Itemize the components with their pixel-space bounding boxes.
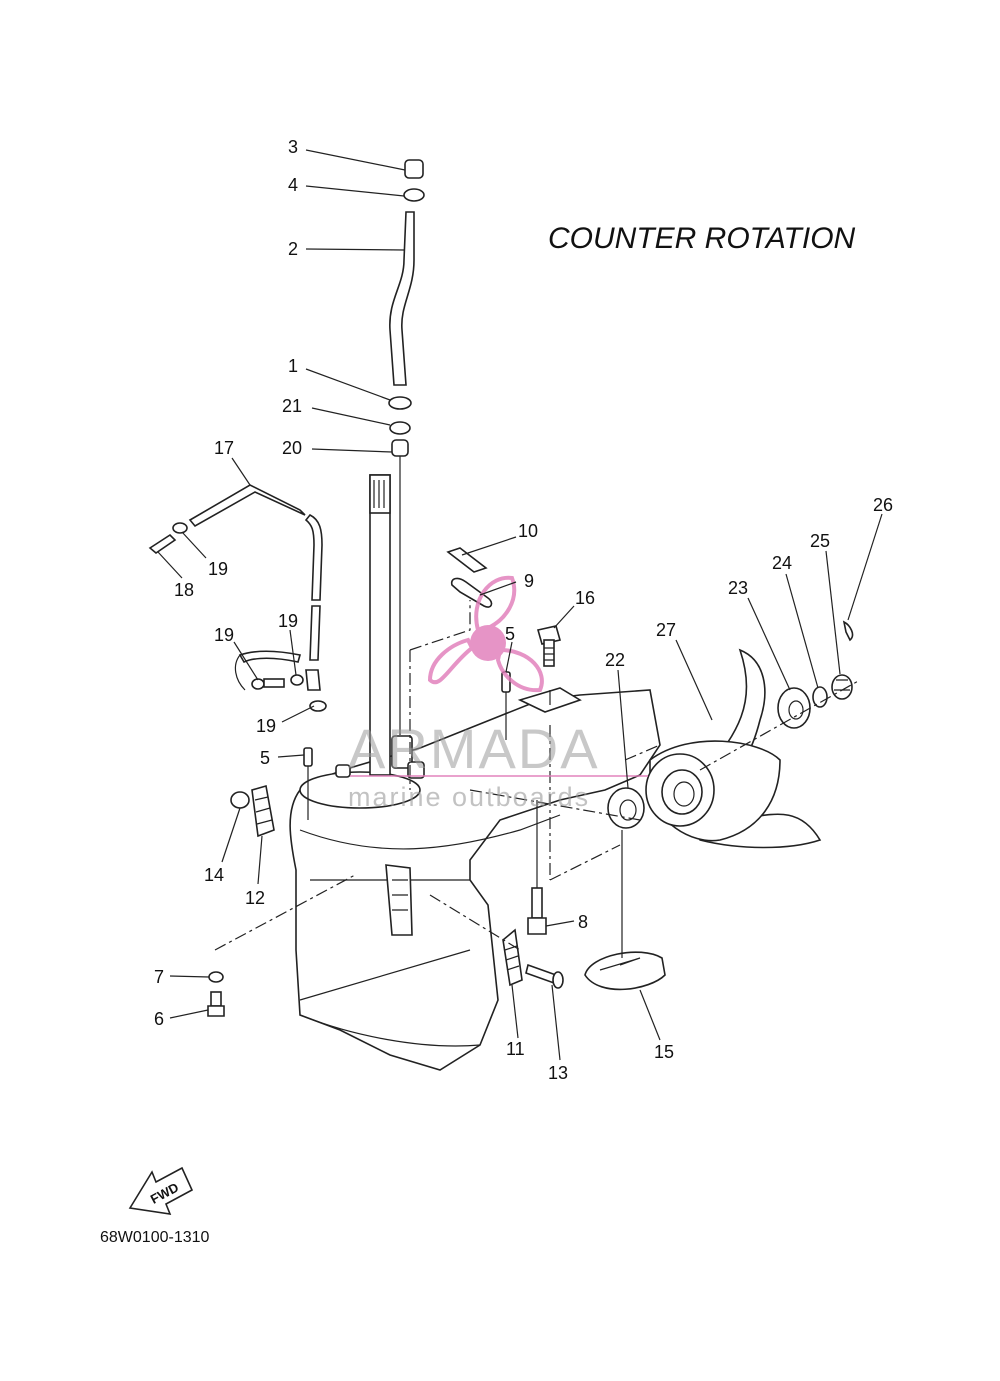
callout-13: 13: [548, 1063, 568, 1083]
callout-20: 20: [282, 438, 302, 458]
callout-24: 24: [772, 553, 792, 573]
lower-case-housing: [289, 687, 661, 1071]
fwd-arrow: FWD: [128, 1166, 194, 1215]
callout-9: 9: [524, 571, 534, 591]
washer-7: [208, 971, 224, 983]
hose-17: [148, 484, 327, 712]
thrust-washer-22: [607, 787, 645, 829]
callout-10: 10: [518, 521, 538, 541]
anode-12: [251, 784, 275, 838]
diagram-code: 68W0100-1310: [100, 1229, 210, 1246]
svg-text:marine outboards: marine outboards: [348, 782, 590, 812]
callout-25: 25: [810, 531, 830, 551]
callout-7: 7: [154, 967, 164, 987]
svg-text:ARMADA: ARMADA: [348, 717, 600, 780]
armada-logo: [427, 575, 544, 693]
callout-21: 21: [282, 396, 302, 416]
anode-11: [502, 928, 523, 987]
callout-16: 16: [575, 588, 595, 608]
callout-2: 2: [288, 239, 298, 259]
callout-5-upper: 5: [505, 624, 515, 644]
trim-tab: [584, 830, 666, 991]
diagram-title: COUNTER ROTATION: [548, 222, 856, 255]
spacer-23: [777, 687, 811, 729]
callout-5-lower: 5: [260, 748, 270, 768]
callout-26: 26: [873, 495, 893, 515]
propeller: [645, 648, 822, 849]
callout-22: 22: [605, 650, 625, 670]
bolt-6: [207, 991, 225, 1017]
cotter-pin-26: [842, 620, 854, 642]
callout-14: 14: [204, 865, 224, 885]
assembly-lines: [214, 600, 861, 951]
dowel-pin-lower: [303, 747, 313, 767]
callout-11: 11: [506, 1039, 525, 1059]
callout-12: 12: [245, 888, 265, 908]
callout-27: 27: [656, 620, 676, 640]
callout-labels: 3 4 2 1 21 20 17 19 18 19 19 19 10 9 16 …: [154, 137, 893, 1083]
prop-nut-25: [831, 674, 853, 700]
callout-19-bottom: 19: [256, 716, 276, 736]
water-tube: [388, 159, 425, 735]
nut-14: [230, 791, 250, 809]
callout-4: 4: [288, 175, 298, 195]
grommets: [446, 547, 493, 608]
callout-leaders: [157, 149, 883, 1061]
bolt-13: [525, 963, 564, 989]
callout-23: 23: [728, 578, 748, 598]
callout-8: 8: [578, 912, 588, 932]
armada-watermark: ARMADA marine outboards: [348, 575, 648, 812]
bolt-8: [527, 800, 547, 935]
callout-18: 18: [174, 580, 194, 600]
callout-19-left: 19: [214, 625, 234, 645]
callout-6: 6: [154, 1009, 164, 1029]
callout-3: 3: [288, 137, 298, 157]
callout-19-top: 19: [208, 559, 228, 579]
callout-19-right: 19: [278, 611, 298, 631]
bolt-16: [536, 625, 562, 667]
callout-17: 17: [214, 438, 234, 458]
callout-1: 1: [288, 356, 298, 376]
washer-24: [812, 686, 828, 708]
callout-15: 15: [654, 1042, 674, 1062]
